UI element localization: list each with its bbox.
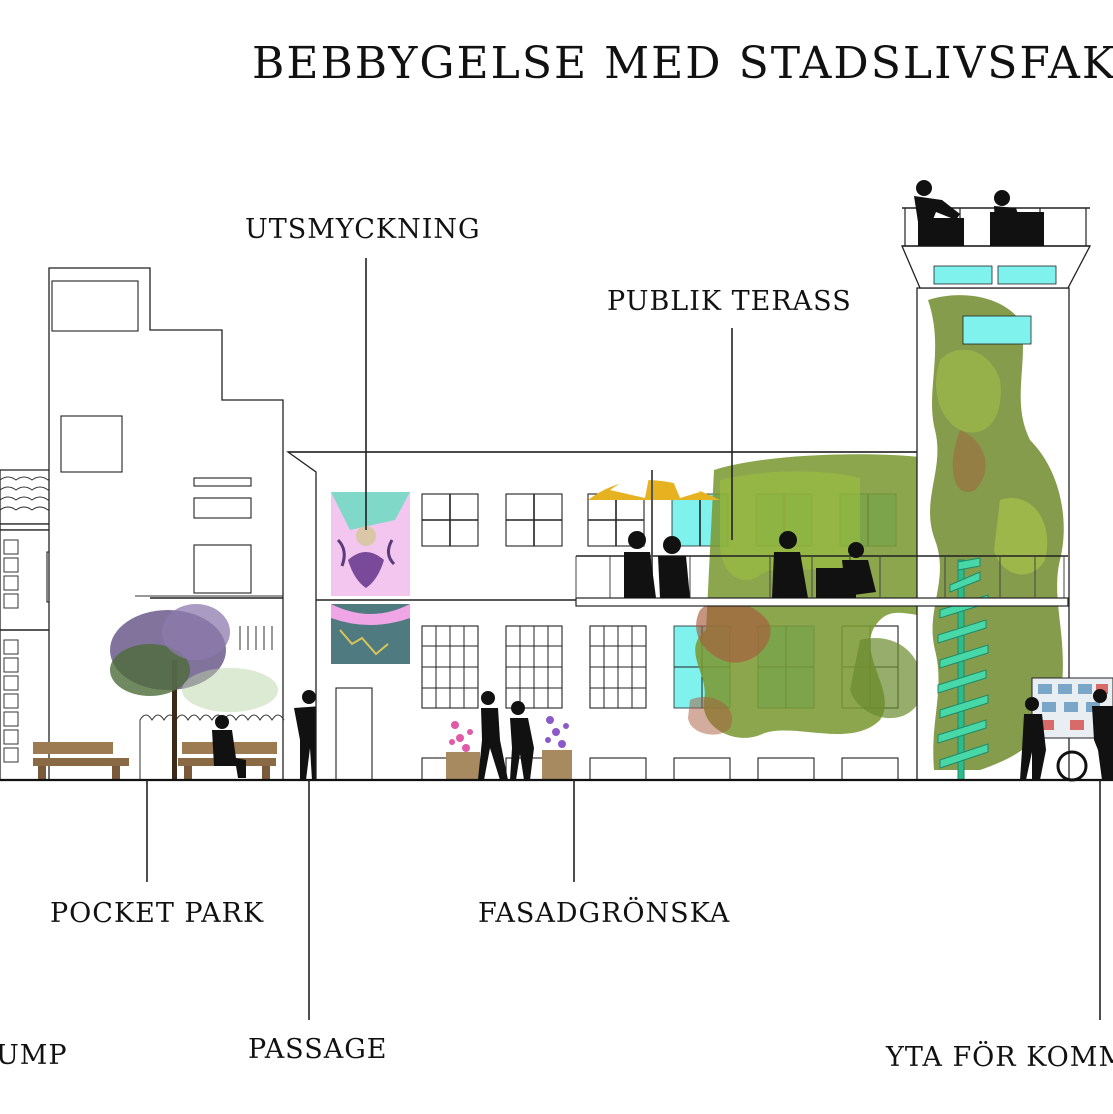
leader-lines [146, 258, 1101, 1020]
bench-left [33, 742, 129, 780]
umbrella [588, 470, 720, 598]
door [335, 687, 373, 781]
info-kiosk [1020, 677, 1113, 782]
label-pocket-park: POCKET PARK [50, 898, 264, 929]
tower-window [962, 315, 1032, 345]
person-seated-bench [212, 715, 246, 778]
person-passage [294, 690, 322, 780]
label-yta-for-kommu: YTA FÖR KOMMU [885, 1039, 1113, 1073]
page-title: BEBBYGELSE MED STADSLIVSFAKTORER [252, 38, 1113, 89]
people-walking [478, 691, 534, 780]
mural-artwork [331, 492, 410, 664]
label-utsmyckning: UTSMYCKNING [245, 214, 481, 245]
pocket-park-pergola [135, 595, 285, 780]
label-fasadgronska: FASADGRÖNSKA [478, 895, 730, 929]
pocket-park-tree [110, 604, 278, 780]
label-ump: UMP [0, 1040, 68, 1071]
facade-flowers [446, 716, 572, 780]
label-passage: PASSAGE [248, 1034, 387, 1065]
label-publik-terass: PUBLIK TERASS [607, 286, 852, 317]
people-rooftop [914, 180, 1044, 246]
people-terrace [624, 531, 876, 598]
